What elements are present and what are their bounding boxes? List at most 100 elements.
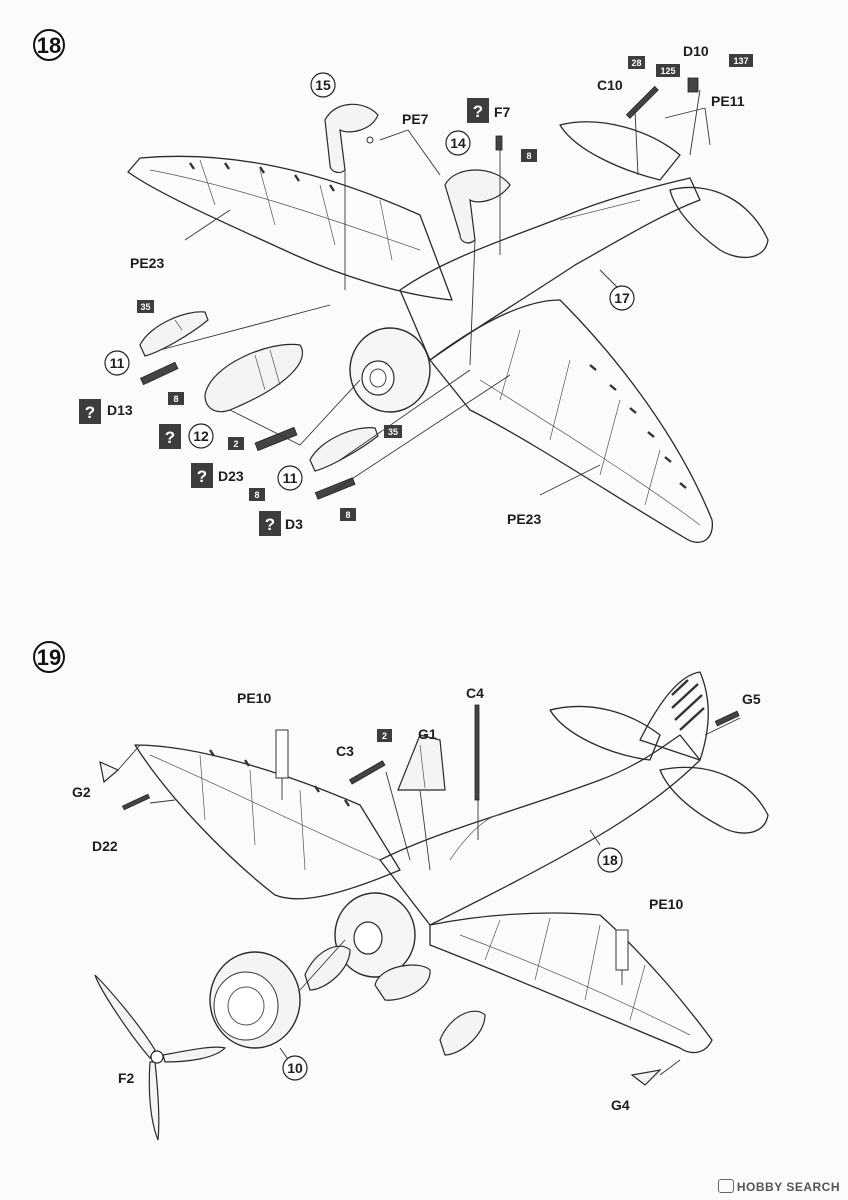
part-d10: [687, 77, 699, 93]
color-ref-35-lower: 35: [384, 425, 402, 438]
label-g2: G2: [72, 784, 91, 800]
part-12-drop-tank: [204, 343, 304, 413]
label-d10: D10: [683, 43, 709, 59]
label-d22: D22: [92, 838, 118, 854]
tail-plane-top-right: [659, 766, 769, 834]
svg-text:35: 35: [140, 302, 150, 312]
right-wing: [429, 299, 713, 543]
label-pe23-bottom: PE23: [507, 511, 541, 527]
step-18-color-refs: 28 125 137 8 35 8 2 35 8 8: [137, 54, 753, 521]
callout-11-lower: 11: [277, 465, 303, 491]
step-18-callouts: 15 14 17 11 12 11: [104, 72, 635, 491]
left-wing-hatching: [189, 162, 335, 192]
label-f7: F7: [494, 104, 511, 120]
svg-text:8: 8: [345, 510, 350, 520]
label-c10: C10: [597, 77, 623, 93]
label-g1: G1: [418, 726, 437, 742]
label-pe10-right: PE10: [649, 896, 683, 912]
callout-15: 15: [310, 72, 336, 98]
right-wing-hatching: [589, 364, 687, 489]
fin-hatching: [671, 679, 705, 731]
part-d22: [121, 793, 151, 811]
label-pe23-top: PE23: [130, 255, 164, 271]
step-19-labels: PE10 C3 G1 C4 G5 G2 D22 PE10 F2 G4: [72, 685, 761, 1113]
svg-text:14: 14: [450, 135, 466, 151]
svg-text:35: 35: [388, 427, 398, 437]
svg-text:2: 2: [233, 439, 238, 449]
part-10-cowling: [209, 951, 301, 1049]
label-c3: C3: [336, 743, 354, 759]
choice-mark-d3: ?: [259, 511, 281, 536]
svg-text:12: 12: [193, 428, 209, 444]
step-18-labels: PE7 F7 C10 D10 PE11 PE23 PE23 D13 D23 D3: [107, 43, 745, 532]
engine-top: [334, 892, 416, 978]
label-c4: C4: [466, 685, 484, 701]
part-g1-windscreen: [397, 734, 446, 791]
svg-text:137: 137: [733, 56, 748, 66]
part-c3: [348, 760, 386, 785]
label-pe10-left: PE10: [237, 690, 271, 706]
svg-text:17: 17: [614, 290, 630, 306]
choice-mark-d13: ?: [79, 399, 101, 424]
label-pe11: PE11: [711, 93, 745, 109]
tail-plane-left: [559, 121, 681, 181]
label-g5: G5: [742, 691, 761, 707]
watermark-text: HOBBY SEARCH: [736, 1180, 840, 1194]
color-ref-8-d23: 8: [249, 488, 265, 501]
bomb-under-right: [439, 1010, 486, 1056]
bomb-under-left: [304, 945, 351, 991]
svg-text:?: ?: [473, 102, 483, 121]
svg-text:18: 18: [602, 852, 618, 868]
color-ref-137: 137: [729, 54, 753, 67]
color-ref-125: 125: [656, 64, 680, 77]
part-14-fairing: [444, 169, 511, 244]
step-19: 19: [33, 641, 769, 1141]
aircraft-topside-drawing: [134, 671, 769, 1056]
step-19-color-refs: 2: [377, 729, 392, 742]
callout-12: 12: [188, 423, 214, 449]
svg-text:8: 8: [526, 151, 531, 161]
label-f2: F2: [118, 1070, 135, 1086]
watermark-logo-icon: [717, 1179, 734, 1193]
callout-17: 17: [609, 285, 635, 311]
label-pe7: PE7: [402, 111, 429, 127]
right-wing-top: [429, 912, 713, 1054]
step-19-number: 19: [37, 645, 61, 670]
svg-text:?: ?: [85, 403, 95, 422]
svg-text:11: 11: [283, 470, 298, 486]
part-d23-rack: [254, 426, 298, 452]
part-pe10: [275, 729, 629, 971]
callout-11-upper: 11: [104, 350, 130, 376]
tail-plane-right: [669, 186, 769, 259]
svg-text:10: 10: [287, 1060, 303, 1076]
step-18-number: 18: [37, 33, 61, 58]
left-wing-top: [134, 744, 401, 900]
svg-text:8: 8: [173, 394, 178, 404]
step-18-badge: 18: [33, 29, 65, 61]
label-d13: D13: [107, 402, 133, 418]
part-f2-propeller: [94, 974, 227, 1141]
svg-text:28: 28: [631, 58, 641, 68]
color-ref-8-d13: 8: [168, 392, 184, 405]
watermark: HOBBY SEARCH: [717, 1179, 840, 1194]
svg-text:125: 125: [660, 66, 675, 76]
part-g2: [99, 760, 120, 784]
part-g5: [714, 710, 740, 727]
color-ref-8-d3: 8: [340, 508, 356, 521]
part-g4: [630, 1069, 662, 1086]
label-d3: D3: [285, 516, 303, 532]
step-18-leader-lines: [159, 89, 711, 496]
aircraft-underside-drawing: [127, 121, 769, 543]
color-ref-2-c3: 2: [377, 729, 392, 742]
step-19-callouts: 18 10: [282, 847, 623, 1081]
step-18-choice-marks: ? ? ? ? ?: [79, 98, 489, 536]
svg-text:2: 2: [382, 731, 387, 741]
drop-tank-top: [374, 964, 431, 1001]
part-11-bomb-lower: [309, 427, 379, 472]
vertical-fin: [639, 671, 709, 761]
step-19-badge: 19: [33, 641, 65, 673]
step-18: 18: [33, 29, 769, 543]
color-ref-8-f7: 8: [521, 149, 537, 162]
svg-text:?: ?: [165, 428, 175, 447]
